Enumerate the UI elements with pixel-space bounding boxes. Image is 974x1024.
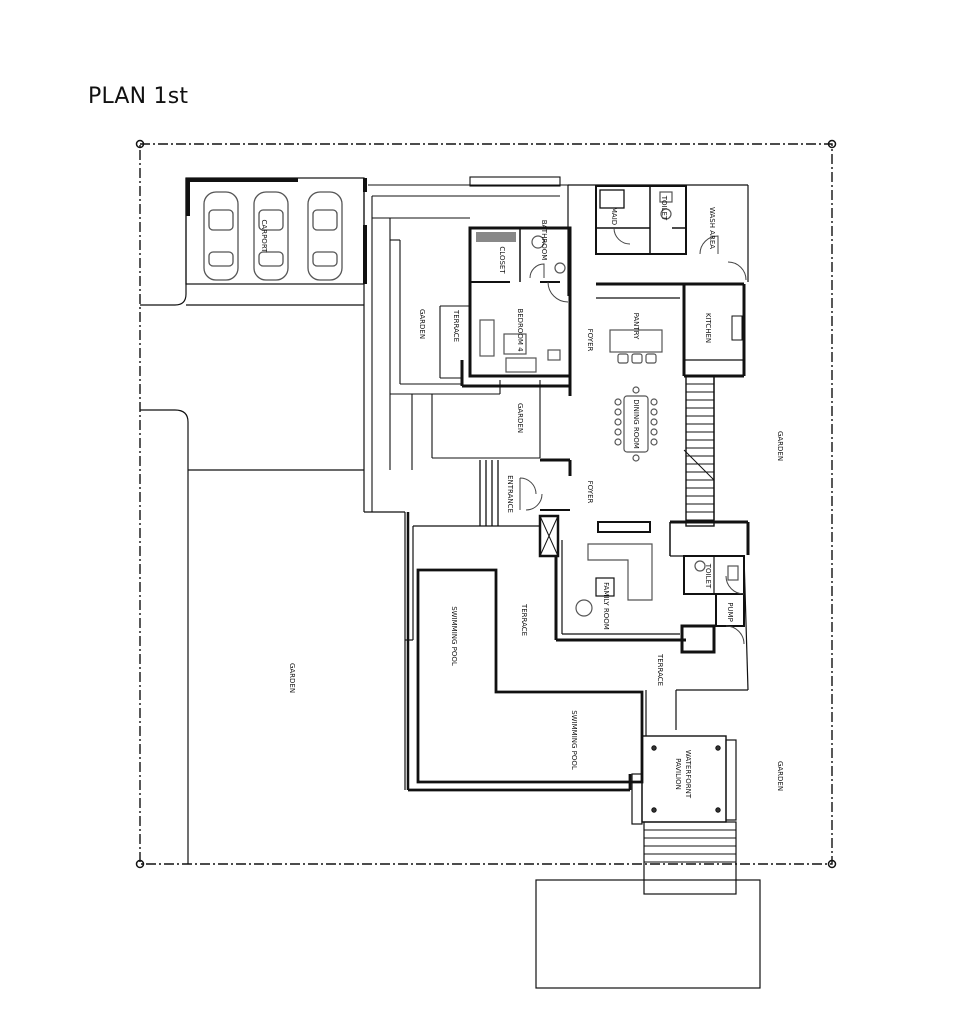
car-icon xyxy=(307,191,343,281)
outdoor-areas xyxy=(404,512,761,989)
label-carport: CARPORT xyxy=(260,220,268,254)
furniture xyxy=(479,191,739,617)
building-walls xyxy=(460,184,750,730)
label-pump: PUMP xyxy=(726,602,734,622)
label-terrace-upper: TERRACE xyxy=(452,309,460,342)
room-labels: CARPORT MAID TOILET WASH AREA BATHROOM C… xyxy=(260,195,784,799)
label-garden-left-inner: GARDEN xyxy=(418,309,426,339)
label-swimming-pool-lower: SWIMMING POOL xyxy=(570,710,578,770)
label-terrace-mid: TERRACE xyxy=(520,603,528,636)
label-swimming-pool-left: SWIMMING POOL xyxy=(450,606,458,666)
property-boundary xyxy=(135,139,837,869)
label-toilet-upper: TOILET xyxy=(660,195,668,221)
stair-treads xyxy=(686,383,714,521)
car-icon xyxy=(253,191,289,281)
label-garden-right-lower: GARDEN xyxy=(776,761,784,791)
label-entrance: ENTRANCE xyxy=(506,475,514,513)
carport xyxy=(185,177,367,285)
label-dining-room: DINING ROOM xyxy=(632,399,640,449)
label-kitchen: KITCHEN xyxy=(704,313,712,343)
label-toilet-lower: TOILET xyxy=(704,563,712,589)
plan-title: PLAN 1st xyxy=(88,84,189,109)
label-garden-big: GARDEN xyxy=(288,663,296,693)
car-icon xyxy=(203,191,239,281)
label-bedroom: BEDROOM 4 xyxy=(516,308,524,352)
label-terrace-right: TERRACE xyxy=(656,653,664,686)
label-pavilion-line1: WATERFORNT xyxy=(684,750,692,799)
label-garden-right-upper: GARDEN xyxy=(776,431,784,461)
label-foyer-upper: FOYER xyxy=(586,329,594,352)
label-bathroom: BATHROOM xyxy=(540,220,548,261)
label-wash-area: WASH AREA xyxy=(708,207,716,249)
garden-strips xyxy=(368,176,568,512)
label-family-room: FAMILY ROOM xyxy=(602,582,610,630)
label-pavilion-line2: PAVILION xyxy=(674,758,682,790)
label-garden-mid: GARDEN xyxy=(516,403,524,433)
label-foyer-lower: FOYER xyxy=(586,481,594,504)
label-closet: CLOSET xyxy=(498,246,506,274)
door-swings xyxy=(519,227,747,645)
label-maid: MAID xyxy=(610,207,618,225)
label-pantry: PANTRY xyxy=(632,313,640,340)
